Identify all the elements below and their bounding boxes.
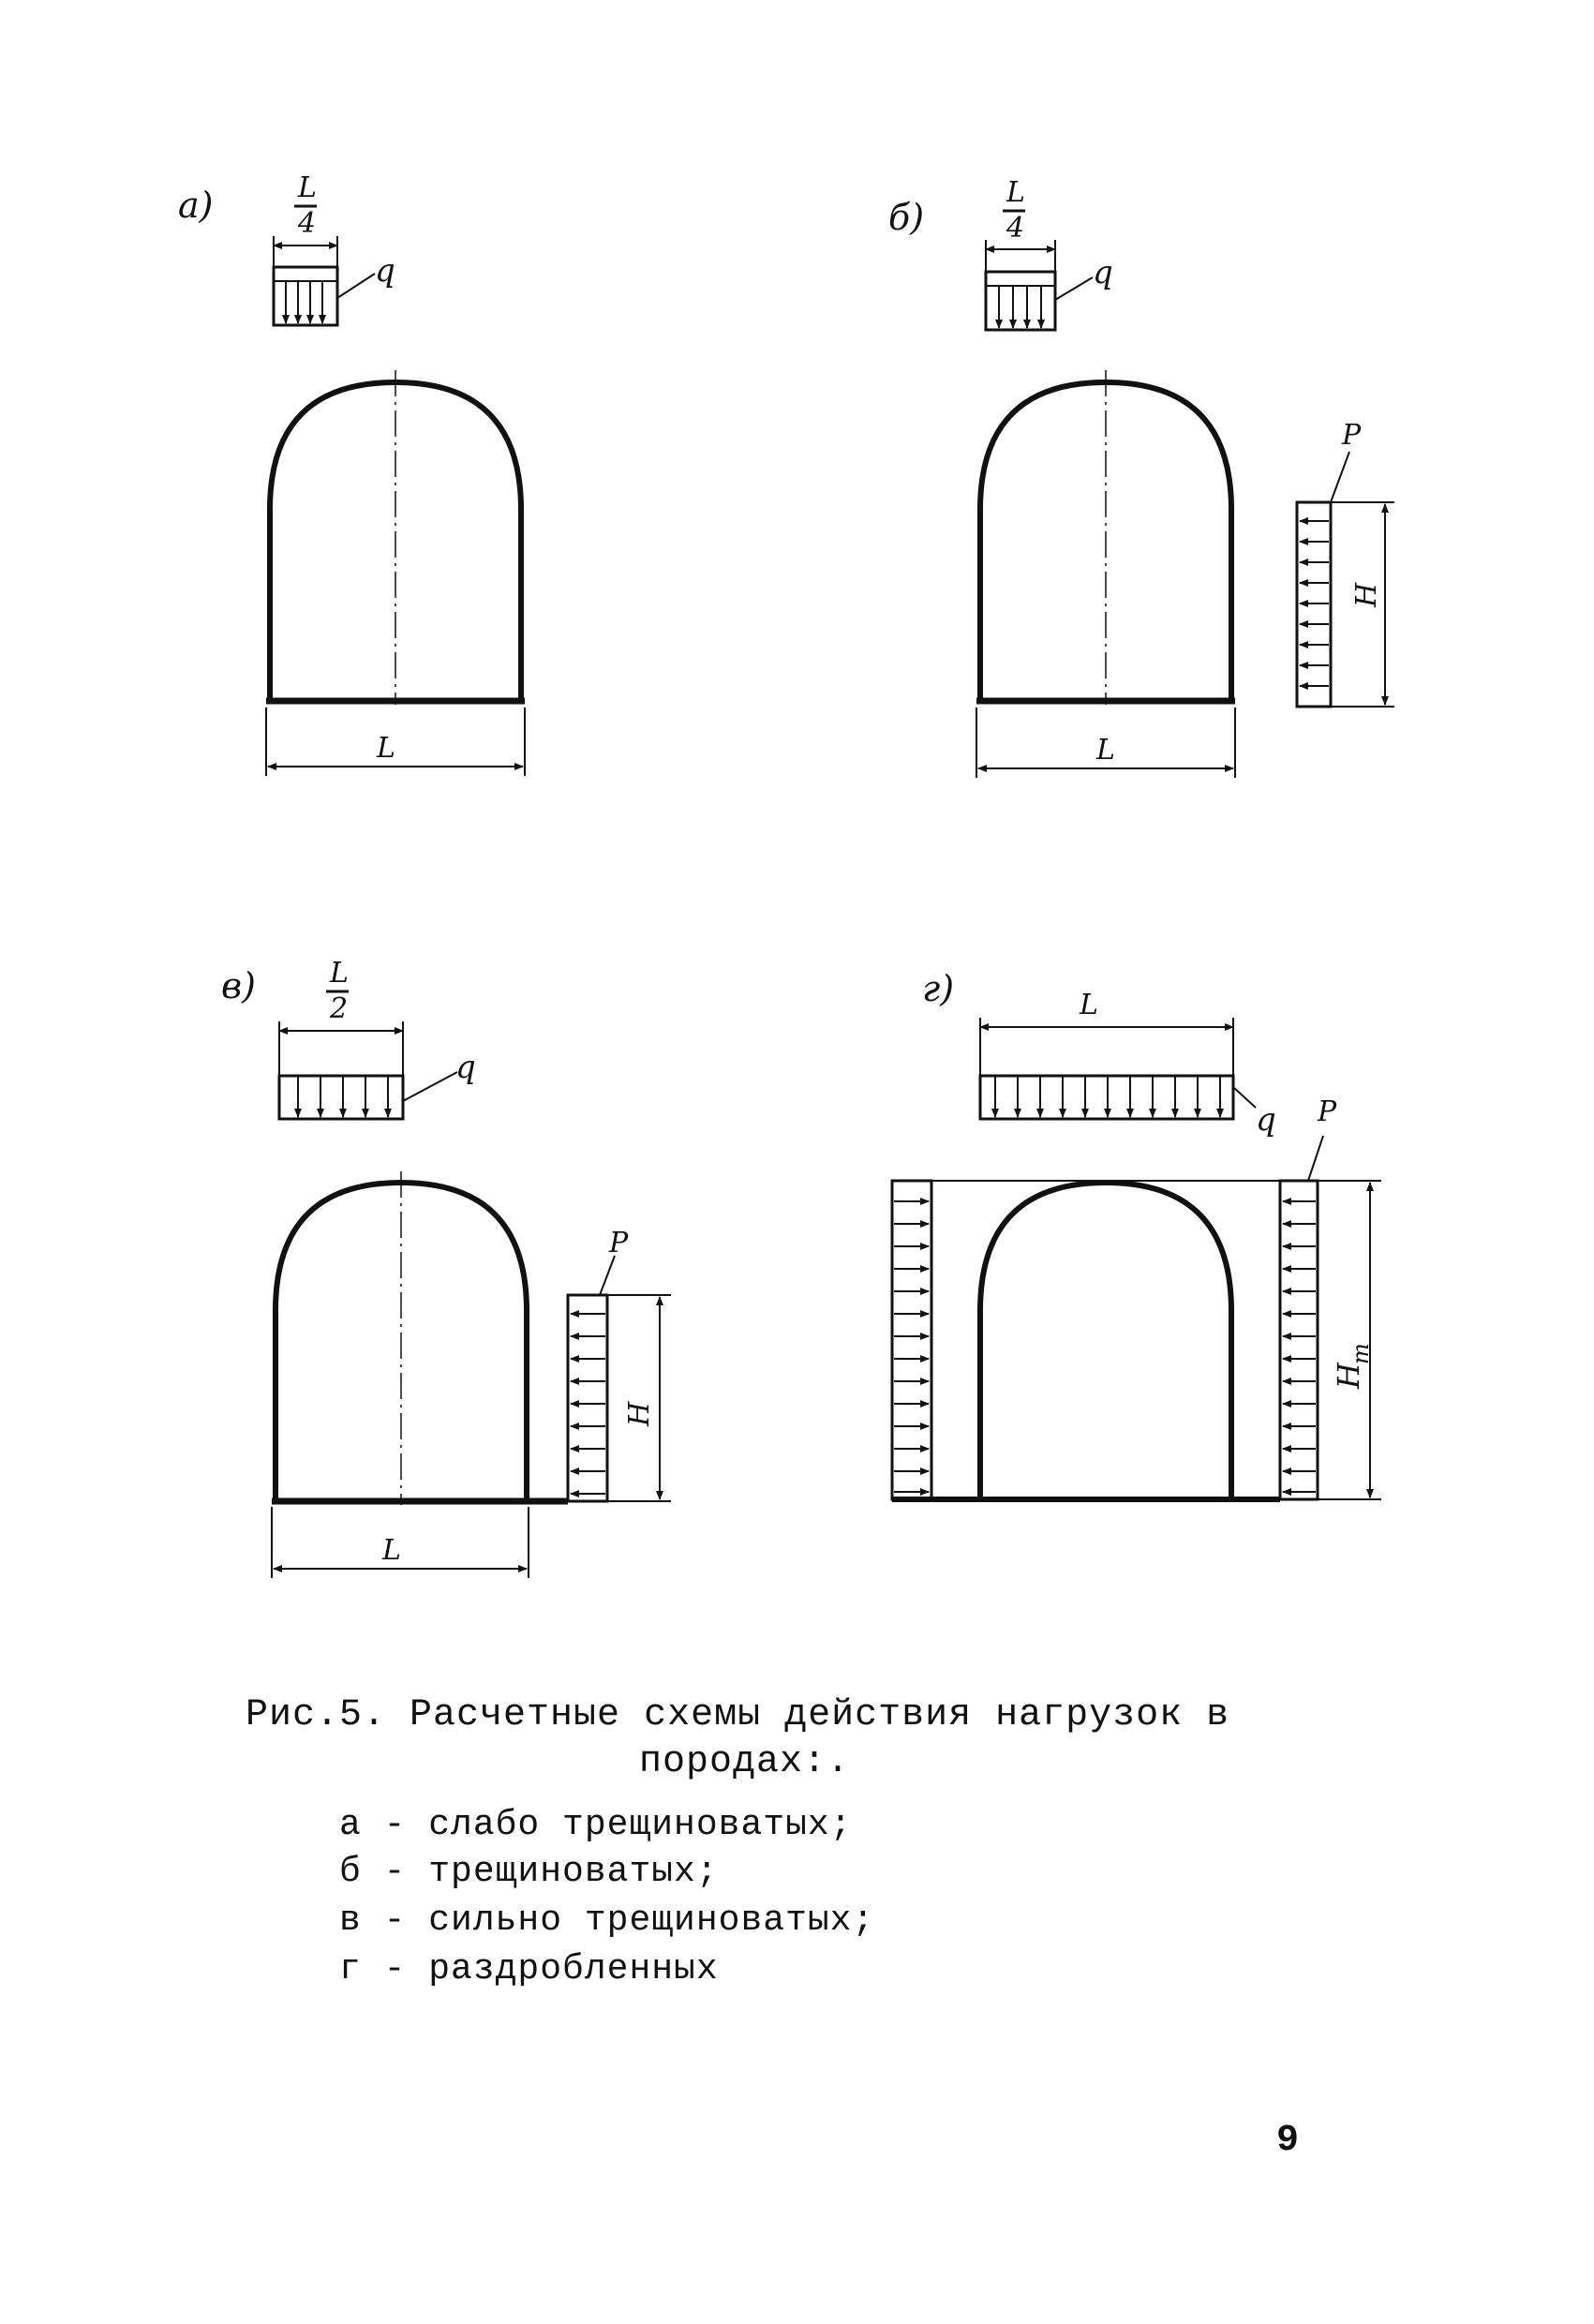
panel-a-q-label: q: [375, 252, 395, 290]
panel-a-letter: а): [178, 185, 213, 226]
panel-b-top-denominator: 4: [1006, 212, 1024, 245]
panel-b-h-label: H: [1350, 582, 1383, 608]
panel-g-left-p-load: [890, 1179, 933, 1501]
panel-g-ht-main: H: [1331, 1362, 1366, 1390]
panel-a: а) L 4 q L: [178, 171, 526, 776]
panel-g-letter: г): [922, 968, 954, 1009]
panel-g-q-label: q: [1256, 1101, 1276, 1139]
panel-b-letter: б): [888, 197, 924, 238]
panel-b-top-numerator: L: [1006, 176, 1025, 209]
panel-b-p-load: P: [1295, 419, 1362, 708]
caption-item-a: а - слабо трещиноватых;: [339, 1805, 853, 1845]
panel-v-h-label: H: [623, 1401, 656, 1427]
panel-g-tunnel-outline: [977, 1179, 1234, 1499]
panel-v-p-label: P: [608, 1227, 629, 1259]
panel-b-p-label: P: [1341, 419, 1362, 452]
panel-v-q-load: q: [277, 1049, 476, 1121]
panel-v: в) L 2 q L: [221, 957, 671, 1578]
panel-v-q-label: q: [455, 1049, 476, 1086]
panel-v-letter: в): [221, 965, 256, 1006]
caption-item-g: г - раздробленных: [339, 1949, 719, 1989]
panel-g-ht-sub: т: [1348, 1343, 1374, 1364]
panel-a-top-numerator: L: [297, 171, 317, 204]
panel-g-q-load: q: [978, 1074, 1276, 1139]
panel-a-span-label: L: [376, 732, 395, 765]
panel-b-q-load: q: [984, 254, 1113, 332]
panel-b-span-label: L: [1095, 734, 1115, 767]
panel-a-q-load: q: [272, 252, 395, 327]
panel-g-top-label: L: [1079, 989, 1098, 1021]
panel-v-top-numerator: L: [329, 957, 349, 990]
caption-line-2: породах:.: [639, 1741, 851, 1783]
panel-g-right-p-load: P: [1278, 1095, 1337, 1501]
panel-v-p-load: P: [566, 1227, 629, 1503]
panel-b: б) L 4 q L: [888, 176, 1394, 778]
page-number: 9: [1276, 2120, 1300, 2162]
panel-g: г) L q: [890, 968, 1381, 1502]
panel-v-top-denominator: 2: [329, 992, 348, 1025]
panel-v-span-label: L: [381, 1534, 401, 1567]
caption-line-1: Рис.5. Расчетные схемы действия нагрузок…: [246, 1694, 1230, 1736]
panel-b-q-label: q: [1093, 254, 1113, 291]
caption-item-v: в - сильно трещиноватых;: [339, 1900, 875, 1941]
panel-g-p-label: P: [1317, 1095, 1337, 1128]
caption-item-b: б - трещиноватых;: [339, 1852, 719, 1892]
panel-g-ht-label: H т: [1331, 1343, 1374, 1390]
panel-a-top-denominator: 4: [297, 207, 316, 240]
